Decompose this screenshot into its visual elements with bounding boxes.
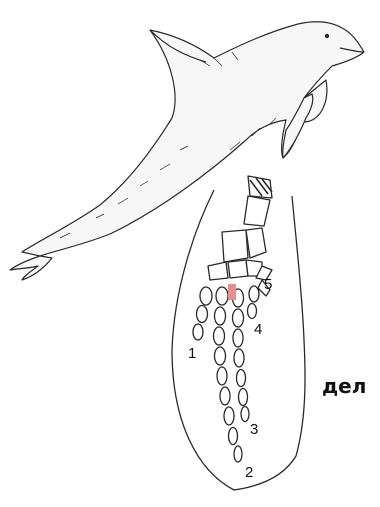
digit-label-1: 1 <box>188 346 196 361</box>
digit-label-5: 5 <box>264 277 272 292</box>
digit-label-4: 4 <box>254 322 262 337</box>
caption-text: дел <box>322 376 366 396</box>
digit-label-2: 2 <box>245 465 253 480</box>
digit-label-3: 3 <box>250 422 258 437</box>
dolphin-outline-icon <box>10 22 364 280</box>
flipper-skeleton-icon <box>172 176 305 490</box>
